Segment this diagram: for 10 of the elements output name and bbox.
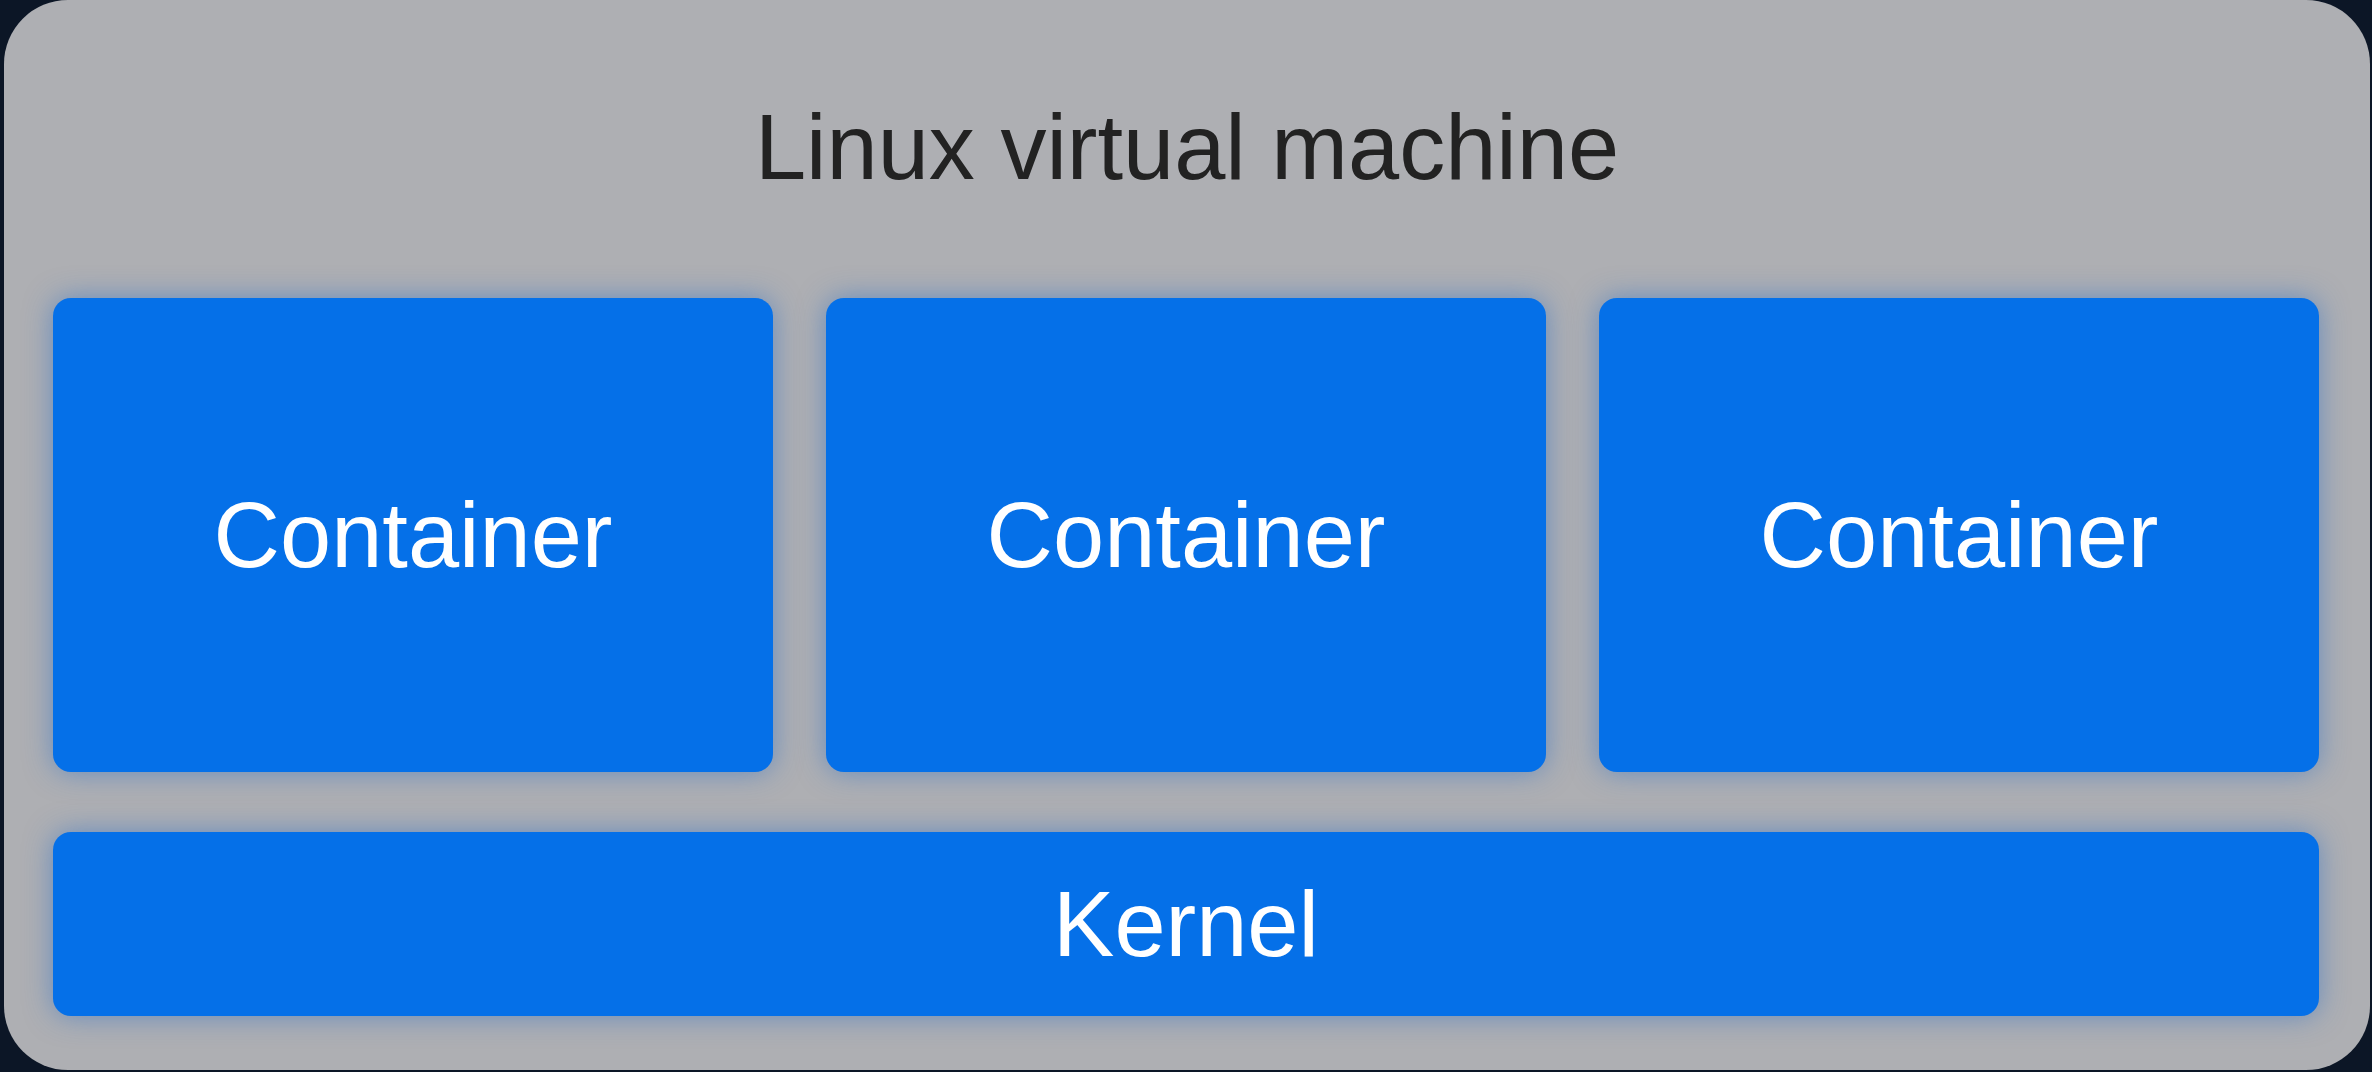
panel-title: Linux virtual machine [753, 95, 1621, 200]
box-label: Container [1759, 482, 2159, 588]
box-label: Container [986, 482, 1386, 588]
container-box [53, 298, 773, 772]
container-box [826, 298, 1546, 772]
container-box [1599, 298, 2319, 772]
box-label: Container [213, 482, 613, 588]
kernel-bar [53, 832, 2319, 1016]
box-label: Kernel [1053, 871, 1319, 977]
machine-panel [4, 0, 2370, 1070]
